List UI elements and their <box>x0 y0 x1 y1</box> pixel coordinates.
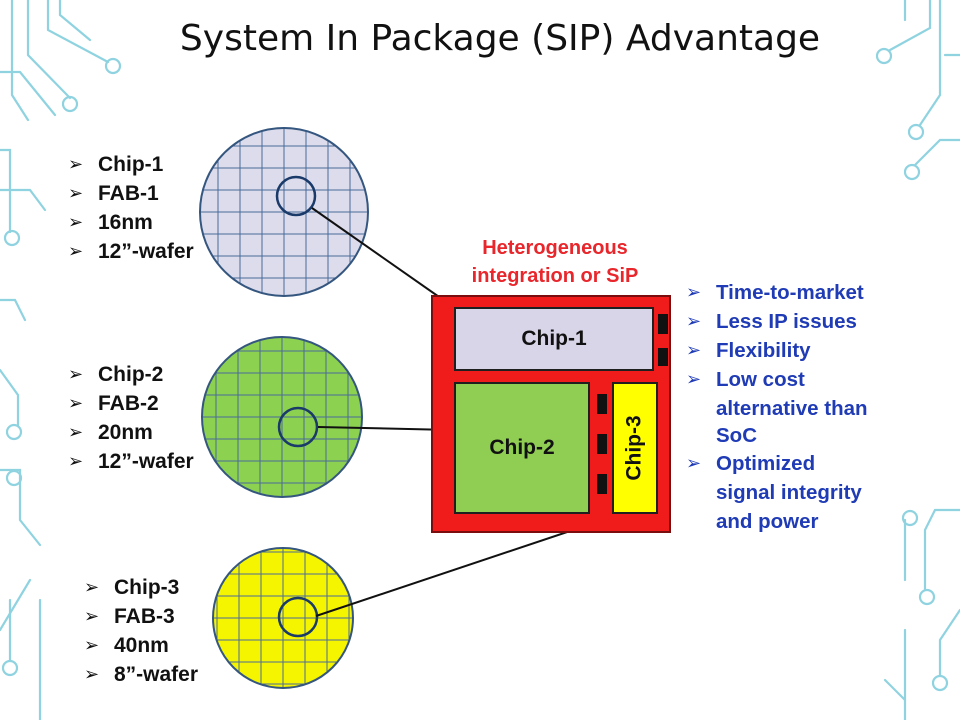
wafer-1-specs: ➢Chip-1 ➢FAB-1 ➢16nm ➢12”-wafer <box>68 150 194 266</box>
selected-die-circle <box>275 175 317 217</box>
arrow-bullet-icon: ➢ <box>68 451 84 472</box>
list-item: ➢FAB-3 <box>84 602 198 631</box>
list-item: ➢8”-wafer <box>84 660 198 689</box>
list-item: ➢Optimized <box>686 449 868 478</box>
arrow-wafer-2-to-chip-2 <box>317 424 454 435</box>
arrow-bullet-icon: ➢ <box>68 154 84 175</box>
list-item: ➢Time-to-market <box>686 278 868 307</box>
list-item: and power <box>716 510 819 533</box>
wafer-1 <box>199 127 369 297</box>
sip-advantages: ➢Time-to-market ➢Less IP issues ➢Flexibi… <box>686 278 868 536</box>
interconnect-bump <box>597 434 607 454</box>
wafer-2-specs: ➢Chip-2 ➢FAB-2 ➢20nm ➢12”-wafer <box>68 360 194 476</box>
arrow-bullet-icon: ➢ <box>84 606 100 627</box>
arrow-bullet-icon: ➢ <box>686 369 702 390</box>
arrow-bullet-icon: ➢ <box>68 212 84 233</box>
arrow-bullet-icon: ➢ <box>84 664 100 685</box>
list-item: alternative than <box>716 397 868 420</box>
list-item: ➢40nm <box>84 631 198 660</box>
wafer-2 <box>201 336 363 498</box>
arrow-bullet-icon: ➢ <box>686 311 702 332</box>
list-item: ➢Low cost <box>686 365 868 394</box>
list-item: ➢Chip-3 <box>84 573 198 602</box>
list-item: signal integrity <box>716 481 862 504</box>
wafer-edge <box>199 127 369 297</box>
arrow-bullet-icon: ➢ <box>68 393 84 414</box>
chip-3-die: Chip-3 <box>612 382 658 514</box>
arrow-bullet-icon: ➢ <box>68 422 84 443</box>
arrow-bullet-icon: ➢ <box>686 453 702 474</box>
list-item: ➢20nm <box>68 418 194 447</box>
list-item: ➢FAB-2 <box>68 389 194 418</box>
interconnect-bump <box>597 394 607 414</box>
selected-die-circle <box>277 596 319 638</box>
chip-1-die: Chip-1 <box>454 307 654 371</box>
list-item: ➢Chip-1 <box>68 150 194 179</box>
list-item: ➢FAB-1 <box>68 179 194 208</box>
arrow-bullet-icon: ➢ <box>84 577 100 598</box>
list-item: SoC <box>716 424 757 447</box>
list-item: ➢Less IP issues <box>686 307 868 336</box>
chip-2-die: Chip-2 <box>454 382 590 514</box>
wafer-edge <box>201 336 363 498</box>
page-title: System In Package (SIP) Advantage <box>179 18 821 59</box>
arrow-bullet-icon: ➢ <box>68 183 84 204</box>
arrow-wafer-1-to-chip-1 <box>311 207 454 308</box>
wafer-3 <box>212 547 354 689</box>
list-item: ➢Chip-2 <box>68 360 194 389</box>
interconnect-bump <box>658 314 668 334</box>
list-item: ➢16nm <box>68 208 194 237</box>
wafer-3-specs: ➢Chip-3 ➢FAB-3 ➢40nm ➢8”-wafer <box>84 573 198 689</box>
sip-heading: Heterogeneous integration or SiP <box>471 237 639 287</box>
selected-die-circle <box>277 406 319 448</box>
arrow-bullet-icon: ➢ <box>84 635 100 656</box>
arrow-wafer-3-to-chip-3 <box>315 514 614 617</box>
arrow-bullet-icon: ➢ <box>686 282 702 303</box>
arrow-bullet-icon: ➢ <box>686 340 702 361</box>
interconnect-bump <box>658 348 668 366</box>
list-item: ➢Flexibility <box>686 336 868 365</box>
arrow-bullet-icon: ➢ <box>68 241 84 262</box>
wafer-edge <box>212 547 354 689</box>
list-item: ➢12”-wafer <box>68 237 194 266</box>
list-item: ➢12”-wafer <box>68 447 194 476</box>
interconnect-bump <box>597 474 607 494</box>
arrow-bullet-icon: ➢ <box>68 364 84 385</box>
